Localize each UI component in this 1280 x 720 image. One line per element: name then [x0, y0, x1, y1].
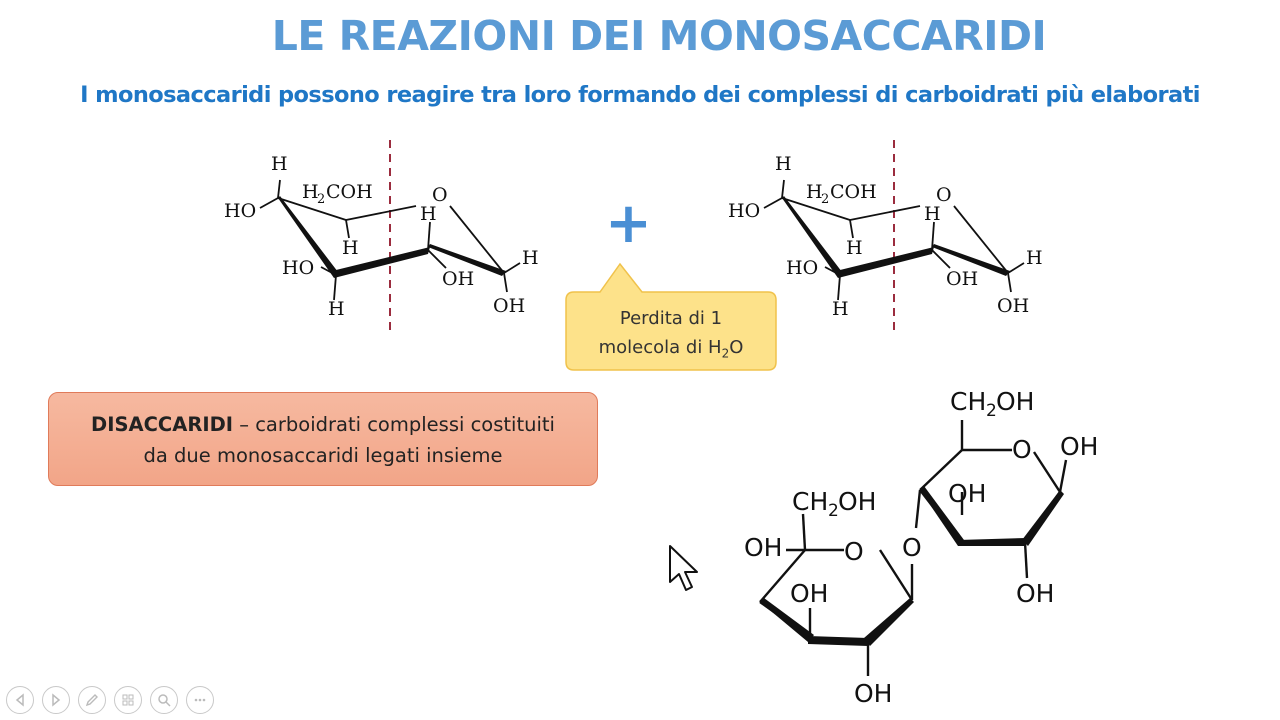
zoom-button[interactable]	[150, 686, 178, 714]
disaccharide-definition: DISACCARIDI – carboidrati complessi cost…	[48, 392, 598, 486]
arrow-right-icon	[52, 693, 61, 707]
svg-text:CH: CH	[950, 387, 986, 416]
svg-text:H: H	[832, 298, 849, 320]
svg-text:OH: OH	[744, 533, 782, 562]
svg-text:OH: OH	[838, 487, 876, 516]
svg-text:OH: OH	[442, 268, 474, 290]
svg-text:H: H	[846, 237, 863, 259]
definition-term: DISACCARIDI	[91, 413, 234, 436]
slides-grid-icon	[122, 694, 134, 706]
svg-text:HO: HO	[786, 257, 818, 279]
svg-text:H: H	[342, 237, 359, 259]
svg-text:OH: OH	[946, 268, 978, 290]
svg-text:H: H	[806, 181, 823, 203]
svg-text:OH: OH	[493, 295, 525, 317]
svg-text:O: O	[432, 184, 448, 206]
water-loss-callout: Perdita di 1 molecola di H2O	[562, 262, 780, 374]
svg-text:OH: OH	[1060, 432, 1098, 461]
mouse-pointer-icon	[668, 544, 700, 596]
disaccharide-structure: CH 2 OH O OH OH OH O CH 2 OH O OH OH OH	[730, 380, 1120, 710]
svg-text:OH: OH	[997, 295, 1029, 317]
svg-text:OH: OH	[1016, 579, 1054, 608]
slide-title: LE REAZIONI DEI MONOSACCARIDI	[271, 12, 1047, 60]
pen-tool-button[interactable]	[78, 686, 106, 714]
svg-text:O: O	[844, 537, 864, 566]
ellipsis-icon	[194, 698, 206, 702]
callout-line-1: Perdita di 1	[619, 308, 723, 329]
svg-text:H: H	[1026, 247, 1043, 269]
svg-text:OH: OH	[996, 387, 1034, 416]
svg-text:H: H	[302, 181, 319, 203]
svg-text:H: H	[328, 298, 345, 320]
label-h: H	[271, 153, 288, 175]
label-ho: HO	[224, 200, 256, 222]
callout-line-2: molecola di H2O	[598, 337, 744, 361]
svg-text:2: 2	[828, 501, 839, 521]
next-slide-button[interactable]	[42, 686, 70, 714]
svg-text:COH: COH	[326, 181, 373, 203]
svg-text:2: 2	[821, 192, 829, 207]
more-options-button[interactable]	[186, 686, 214, 714]
svg-text:HO: HO	[282, 257, 314, 279]
slideshow-controls	[6, 686, 214, 716]
svg-text:H: H	[522, 247, 539, 269]
svg-text:OH: OH	[948, 479, 986, 508]
svg-text:OH: OH	[790, 579, 828, 608]
svg-text:COH: COH	[830, 181, 877, 203]
arrow-left-icon	[15, 693, 24, 707]
svg-text:CH: CH	[792, 487, 828, 516]
monosaccharide-right: H HO H 2 COH O H H HO OH H H OH	[722, 140, 1052, 335]
slide-subtitle: I monosaccaridi possono reagire tra loro…	[80, 82, 1200, 108]
plus-sign: +	[605, 191, 652, 256]
svg-text:O: O	[902, 533, 922, 562]
magnifier-icon	[158, 694, 171, 707]
svg-text:O: O	[1012, 435, 1032, 464]
see-all-slides-button[interactable]	[114, 686, 142, 714]
monosaccharide-left: H HO H 2 COH O H H HO OH H H OH	[218, 140, 548, 335]
previous-slide-button[interactable]	[6, 686, 34, 714]
svg-text:H: H	[775, 153, 792, 175]
svg-text:2: 2	[986, 401, 997, 421]
svg-text:OH: OH	[854, 679, 892, 708]
svg-text:HO: HO	[728, 200, 760, 222]
svg-text:H: H	[420, 203, 437, 225]
svg-text:O: O	[936, 184, 952, 206]
svg-text:H: H	[924, 203, 941, 225]
pen-icon	[85, 694, 98, 707]
svg-text:2: 2	[317, 192, 325, 207]
